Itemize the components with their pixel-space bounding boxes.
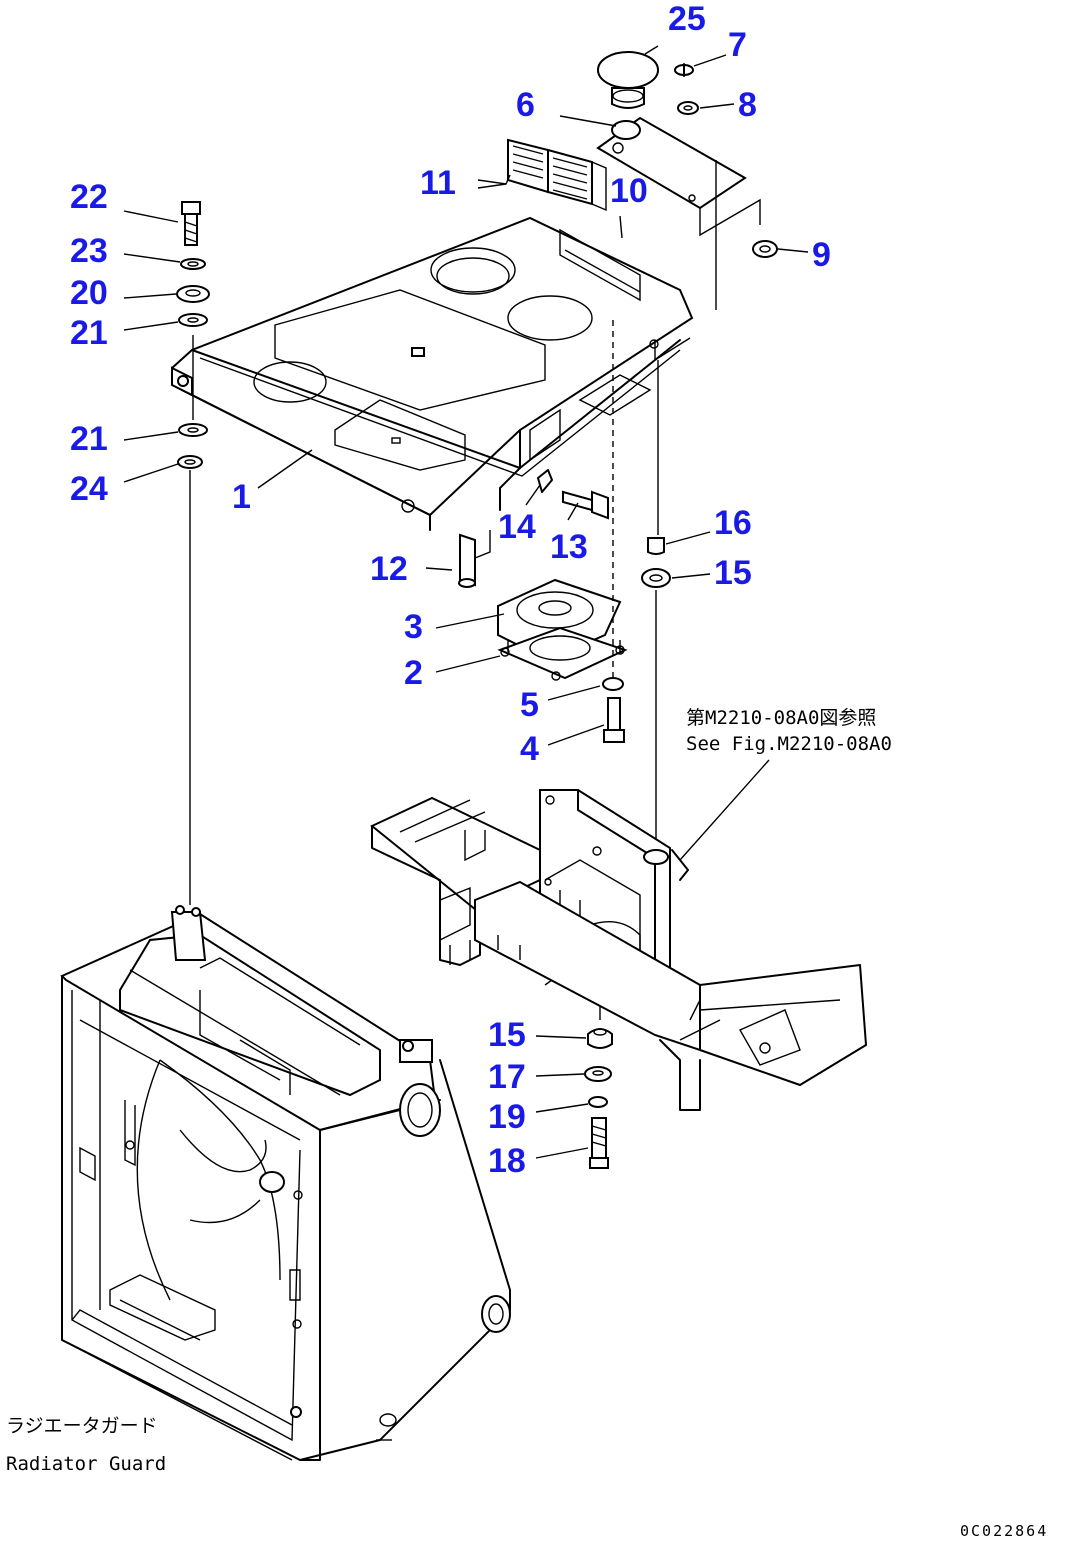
- callout-15-upper: 15: [714, 554, 752, 592]
- bolt-washer-7-8: [674, 63, 699, 115]
- vehicle-frame: [370, 789, 867, 1111]
- callout-9: 9: [812, 236, 831, 274]
- callout-12: 12: [370, 550, 408, 588]
- radiator-guard-label-en: Radiator Guard: [6, 1453, 166, 1475]
- see-figure-note-jp: 第M2210-08A0図参照: [686, 707, 876, 729]
- washer-21-lower: [178, 423, 208, 437]
- see-figure-note-en: See Fig.M2210-08A0: [686, 733, 892, 755]
- main-frame-plate-1: [170, 216, 694, 562]
- cap-part: [597, 51, 659, 109]
- callout-6: 6: [516, 86, 535, 124]
- callout-2: 2: [404, 654, 423, 692]
- callout-16: 16: [714, 504, 752, 542]
- pin-12: [458, 533, 476, 588]
- radiator-guard: [60, 905, 511, 1461]
- callout-18: 18: [488, 1142, 526, 1180]
- leader-lines: [123, 45, 809, 1159]
- callout-14: 14: [498, 508, 536, 546]
- bolt-18: [589, 1117, 609, 1169]
- clip-14: [537, 469, 553, 493]
- callout-15-lower: 15: [488, 1016, 526, 1054]
- callout-21-upper: 21: [70, 314, 108, 352]
- cap-16: [647, 537, 665, 555]
- callout-25: 25: [668, 0, 706, 38]
- callout-3: 3: [404, 608, 423, 646]
- reference-notes: 第M2210-08A0図参照 See Fig.M2210-08A0 ラジエータガ…: [6, 707, 1048, 1540]
- callout-10: 10: [610, 172, 648, 210]
- callout-19: 19: [488, 1098, 526, 1136]
- callout-17: 17: [488, 1058, 526, 1096]
- callout-5: 5: [520, 686, 539, 724]
- callout-8: 8: [738, 86, 757, 124]
- callout-11: 11: [420, 164, 456, 202]
- bracket-plate-6: [596, 116, 761, 310]
- bolt-22: [181, 201, 201, 246]
- washer-19: [588, 1096, 608, 1108]
- filter-11: [507, 138, 607, 212]
- bolt-4: [603, 697, 625, 743]
- callout-22: 22: [70, 178, 108, 216]
- drawing-code: 0C022864: [960, 1522, 1048, 1540]
- bushing-15-lower: [587, 1028, 613, 1049]
- nut-9: [752, 240, 778, 258]
- callout-4: 4: [520, 730, 539, 768]
- washer-21-upper: [178, 313, 208, 327]
- callout-24: 24: [70, 470, 108, 508]
- washer-5: [602, 677, 624, 691]
- callout-1: 1: [232, 478, 251, 516]
- callout-21-lower: 21: [70, 420, 108, 458]
- washer-17: [584, 1066, 612, 1082]
- plate-2: [497, 626, 628, 681]
- callout-7: 7: [728, 26, 747, 64]
- radiator-guard-label-jp: ラジエータガード: [6, 1415, 158, 1437]
- bolt-13: [562, 490, 609, 520]
- callout-20: 20: [70, 274, 108, 312]
- callout-13: 13: [550, 528, 588, 566]
- washer-20: [176, 285, 210, 303]
- washer-23: [180, 258, 206, 270]
- washer-24: [177, 455, 203, 469]
- callout-23: 23: [70, 232, 108, 270]
- bushing-15-upper: [641, 568, 671, 588]
- callout-numbers: 25 7 6 8 11 10 22 9 23 20 21 21 24 1 14 …: [70, 0, 831, 1180]
